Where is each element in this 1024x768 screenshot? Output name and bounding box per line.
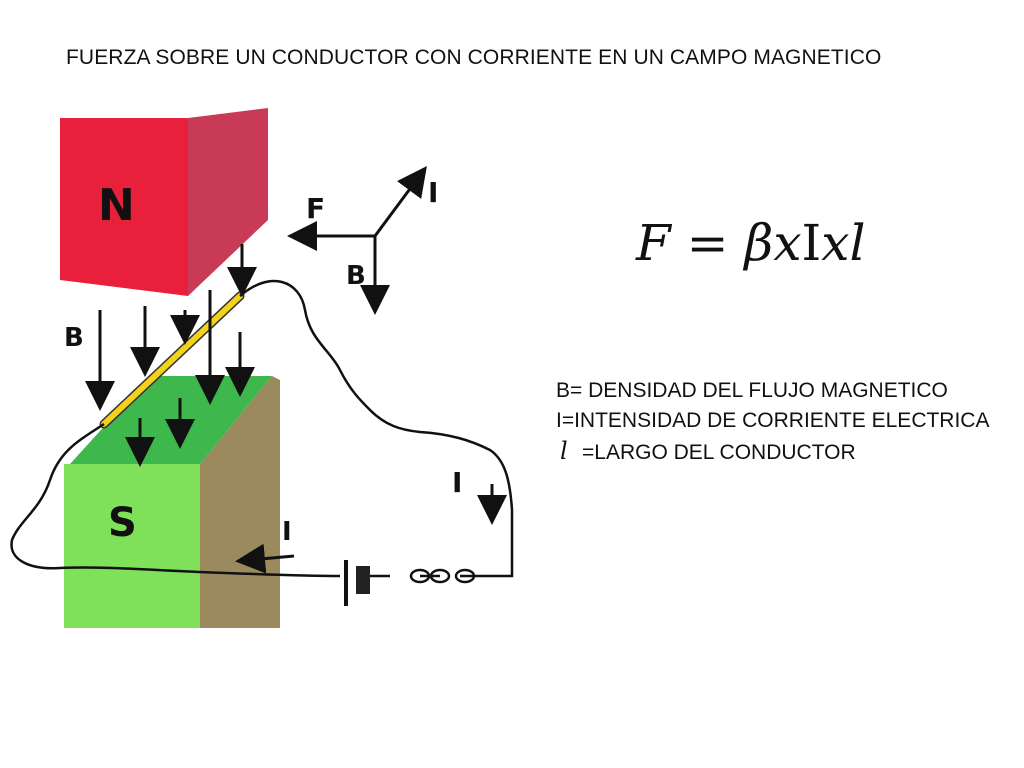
field-axis-label: B xyxy=(346,261,366,291)
current-label-bottom: I xyxy=(282,517,292,547)
legend-l-text: =LARGO DEL CONDUCTOR xyxy=(582,441,856,464)
force-formula: F = βxIxl xyxy=(636,214,866,272)
circuit-wire-left xyxy=(10,422,341,578)
current-axis-arrow xyxy=(373,165,427,237)
formula-equals: = xyxy=(686,214,729,272)
north-magnet-front xyxy=(60,118,188,296)
south-magnet: S xyxy=(64,376,280,628)
magnet-diagram: N S B I I F I xyxy=(10,108,514,628)
current-axis-label: I xyxy=(428,176,438,209)
formula-beta: β xyxy=(744,214,774,272)
south-magnet-front xyxy=(64,464,200,628)
formula-current: I xyxy=(801,214,822,272)
formula-length: l xyxy=(849,214,866,272)
north-magnet-side xyxy=(188,108,268,296)
conductor-rod-fill xyxy=(101,293,243,427)
legend-b: B= DENSIDAD DEL FLUJO MAGNETICO xyxy=(556,379,948,402)
current-label-right: I xyxy=(452,466,462,499)
slide-title: FUERZA SOBRE UN CONDUCTOR CON CORRIENTE … xyxy=(66,46,882,69)
direction-axes: F I B xyxy=(287,165,438,315)
formula-times-1: x xyxy=(773,214,802,272)
field-arrows xyxy=(85,244,257,467)
formula-force: F xyxy=(636,214,671,272)
formula-times-2: x xyxy=(821,214,850,272)
north-magnet: N xyxy=(60,108,268,296)
south-pole-label: S xyxy=(108,500,137,546)
circuit-wire xyxy=(239,279,514,578)
legend-l: l =LARGO DEL CONDUCTOR xyxy=(556,436,989,468)
force-axis-label: F xyxy=(306,192,325,225)
legend: B= DENSIDAD DEL FLUJO MAGNETICO I=INTENS… xyxy=(556,376,989,468)
legend-l-symbol: l xyxy=(560,437,568,465)
field-label: B xyxy=(64,323,84,353)
current-arrow-bottom xyxy=(235,543,295,574)
north-pole-label: N xyxy=(98,180,135,231)
legend-i: I=INTENSIDAD DE CORRIENTE ELECTRICA xyxy=(556,409,990,432)
battery xyxy=(344,560,476,606)
